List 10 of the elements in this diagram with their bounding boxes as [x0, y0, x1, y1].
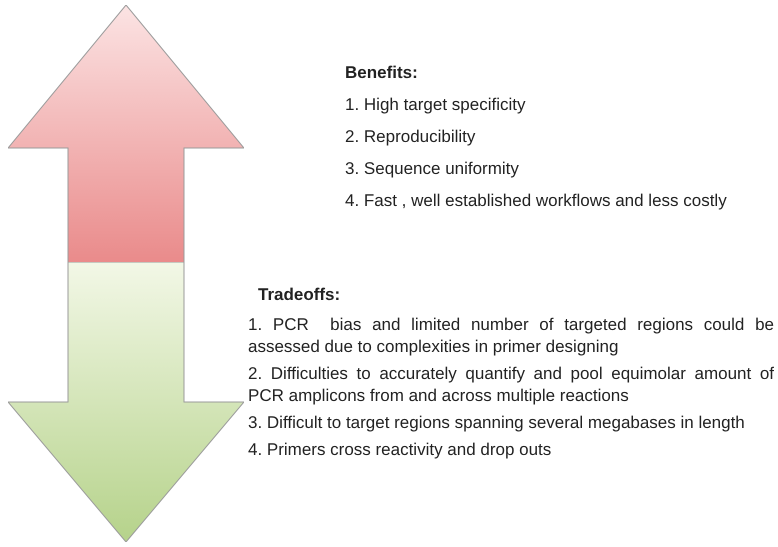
list-item: 1. High target specificity: [345, 94, 526, 116]
list-heading: Benefits:: [345, 62, 419, 84]
list-item: 3. Difficult to target regions spanning several megabases in length: [248, 412, 746, 434]
list-item: 1. PCR bias and limited number of targeted regions could be assessed due to complexities in primer designing: [248, 314, 774, 358]
list-item: 2. Reproducibility: [345, 126, 476, 148]
list-item: 4. Fast , well established workflows and less costly: [345, 190, 728, 212]
list-item: 3. Sequence uniformity: [345, 158, 520, 180]
list-item: 4. Primers cross reactivity and drop outs: [248, 439, 552, 461]
list-item: 2. Difficulties to accurately quantify and pool equimolar amount of PCR amplicons from and across multiple reactions: [248, 363, 774, 407]
list-heading: Tradeoffs:: [258, 284, 342, 306]
